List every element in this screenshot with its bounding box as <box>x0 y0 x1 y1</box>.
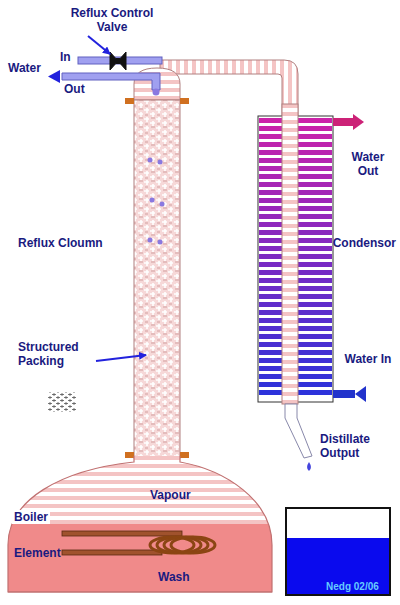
packing-label: Structured Packing <box>18 340 92 368</box>
credit-label: Nedg 02/06 <box>326 580 379 594</box>
element-coil <box>171 537 215 553</box>
boiler-label: Boiler <box>12 510 50 524</box>
water-in-label: Water In <box>342 352 394 366</box>
column-label: Reflux Cloumn <box>18 236 103 250</box>
water-label: Water <box>8 61 41 75</box>
condenser-label: Condensor <box>333 236 396 250</box>
water-out-label: Water Out <box>342 150 394 178</box>
distillate-label: Distillate Output <box>320 432 394 460</box>
valve-label: Reflux Control Valve <box>62 6 162 34</box>
vapour-label: Vapour <box>150 488 191 502</box>
outlet-label: Out <box>64 82 85 96</box>
inlet-label: In <box>60 50 71 64</box>
wash-label: Wash <box>158 570 190 584</box>
element-label: Element <box>14 546 61 560</box>
